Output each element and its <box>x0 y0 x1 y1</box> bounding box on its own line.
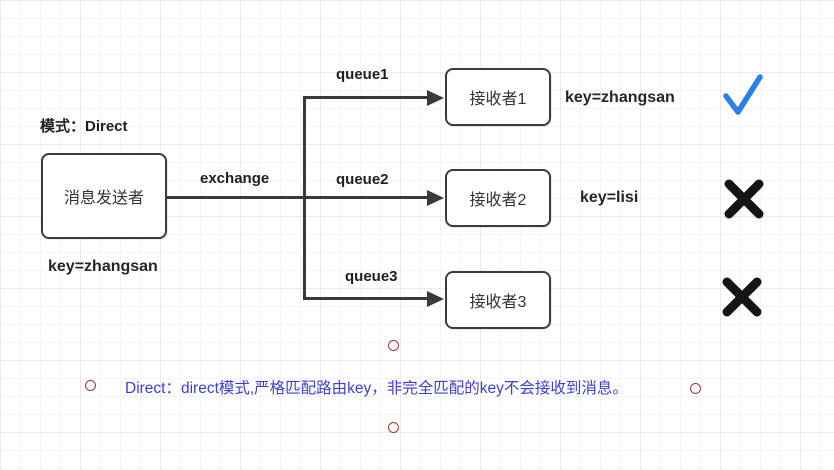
note-text: Direct：direct模式,严格匹配路由key，非完全匹配的key不会接收到… <box>125 380 628 397</box>
sender-key-label: key=zhangsan <box>48 258 158 275</box>
sender-node: 消息发送者 <box>41 153 167 239</box>
receiver2-label: 接收者2 <box>469 192 527 209</box>
queue1-arrowhead-icon <box>427 90 444 106</box>
bullet-circle-icon <box>690 383 701 394</box>
cross-icon-path <box>724 179 764 219</box>
bullet-circle-icon <box>388 422 399 433</box>
cross-icon-row2 <box>724 179 764 219</box>
exchange-label: exchange <box>200 170 270 187</box>
queue1-label: queue1 <box>336 66 389 83</box>
queue1-line <box>303 96 427 99</box>
receiver3-node: 接收者3 <box>445 271 551 329</box>
queue3-arrowhead-icon <box>427 291 444 307</box>
exchange-line <box>166 196 427 199</box>
receiver2-node: 接收者2 <box>445 169 551 227</box>
receiver1-node: 接收者1 <box>445 68 551 126</box>
cross-icon-path <box>722 277 762 317</box>
queue2-arrowhead-icon <box>427 190 444 206</box>
bullet-circle-icon <box>85 380 96 391</box>
branch-trunk-line <box>303 96 306 300</box>
queue3-line <box>303 297 427 300</box>
receiver1-label: 接收者1 <box>469 91 527 108</box>
mode-title: 模式：Direct <box>40 118 128 135</box>
receiver2-key-label: key=lisi <box>580 189 639 206</box>
bullet-circle-icon <box>388 340 399 351</box>
check-icon-path <box>723 74 763 115</box>
check-icon <box>723 74 763 115</box>
receiver3-label: 接收者3 <box>469 294 527 311</box>
receiver1-key-label: key=zhangsan <box>565 89 675 106</box>
queue2-label: queue2 <box>336 171 389 188</box>
queue3-label: queue3 <box>345 268 398 285</box>
sender-label: 消息发送者 <box>63 190 144 207</box>
cross-icon-row3 <box>722 277 762 317</box>
